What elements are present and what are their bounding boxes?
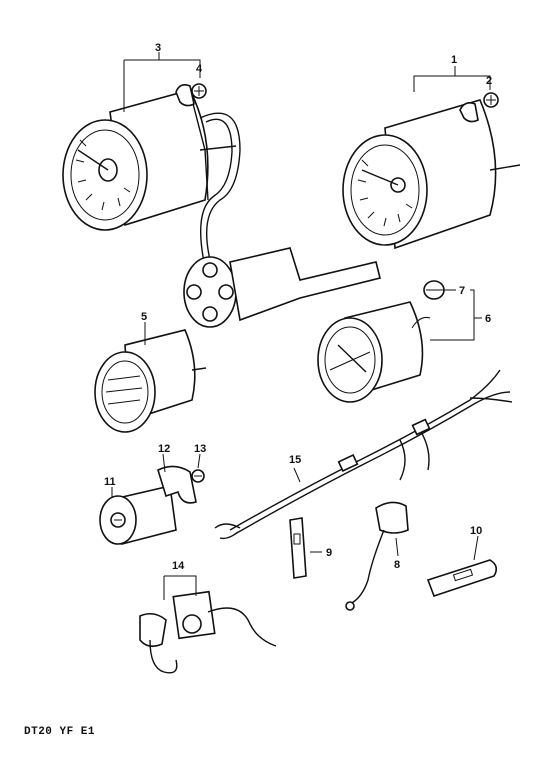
diagram-caption: DT20 YF E1 xyxy=(24,726,96,738)
callout-2: 2 xyxy=(486,75,492,87)
callout-6: 6 xyxy=(485,313,491,325)
callout-15: 15 xyxy=(289,454,301,466)
gauge-5-hour-meter xyxy=(94,329,207,433)
screw-13 xyxy=(191,469,205,483)
gauge-6-fuel xyxy=(317,301,431,403)
key-switch-11 xyxy=(99,485,177,546)
gauge-3-tachometer xyxy=(62,84,237,231)
plate-9 xyxy=(289,517,307,579)
callout-14: 14 xyxy=(172,560,185,572)
clip-10 xyxy=(426,559,498,598)
callout-3: 3 xyxy=(155,42,161,54)
callout-13: 13 xyxy=(194,443,206,455)
cable-and-control-handle xyxy=(183,112,381,328)
screw-2 xyxy=(483,92,499,108)
callout-8: 8 xyxy=(394,559,400,571)
bulb-7 xyxy=(423,280,445,300)
callout-4: 4 xyxy=(196,63,203,75)
callout-5: 5 xyxy=(141,311,147,323)
callout-1: 1 xyxy=(451,54,457,66)
callout-11: 11 xyxy=(104,476,116,488)
callout-10: 10 xyxy=(470,525,482,537)
leader-lines xyxy=(111,52,491,600)
switch-8 xyxy=(345,501,409,611)
callout-12: 12 xyxy=(158,443,170,455)
wiring-harness-15 xyxy=(214,369,513,540)
gauge-1-speedometer xyxy=(342,99,521,250)
socket-14 xyxy=(139,590,277,674)
screw-4 xyxy=(191,83,207,99)
callout-9: 9 xyxy=(326,547,332,559)
callout-7: 7 xyxy=(459,285,465,297)
bracket-12 xyxy=(157,465,197,504)
